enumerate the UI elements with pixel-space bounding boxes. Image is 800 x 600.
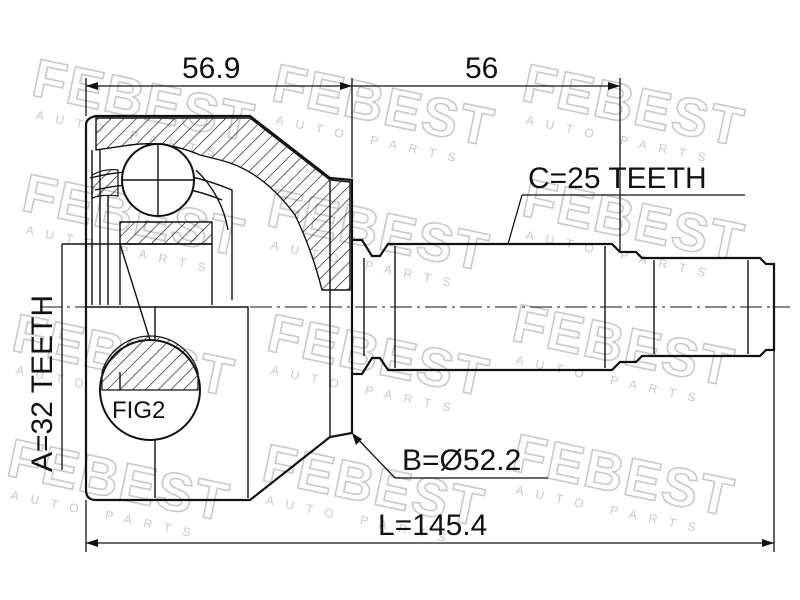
dim-inner-spline: A=32 TEETH bbox=[26, 244, 63, 472]
dim-shaft-length: 56 bbox=[352, 52, 621, 252]
dim-text-c-teeth: C=25 TEETH bbox=[528, 162, 707, 195]
dim-housing-length: 56.9 bbox=[85, 52, 353, 178]
watermark-9: FEBEST AUTO PARTS bbox=[507, 292, 741, 407]
dim-text-a-teeth: A=32 TEETH bbox=[26, 295, 59, 472]
dim-text-56: 56 bbox=[465, 52, 498, 85]
fig2-detail: FIG2 bbox=[99, 335, 201, 441]
stub-shaft bbox=[352, 238, 776, 376]
dim-text-l-length: L=145.4 bbox=[378, 509, 487, 542]
dim-outer-spline: C=25 TEETH bbox=[507, 162, 745, 245]
fig2-label: FIG2 bbox=[112, 397, 165, 424]
dim-total-length: L=145.4 bbox=[85, 350, 775, 552]
dim-text-b-diameter: B=Ø52.2 bbox=[402, 444, 521, 477]
watermark-12: FEBEST AUTO PARTS bbox=[507, 422, 741, 537]
dim-seal-diameter: B=Ø52.2 bbox=[351, 432, 548, 479]
watermark-3: FEBEST AUTO PARTS bbox=[517, 52, 751, 167]
watermark-8: FEBEST AUTO PARTS bbox=[262, 302, 496, 417]
joint-housing bbox=[62, 114, 354, 502]
inner-race-hatch bbox=[119, 221, 213, 245]
dim-text-56-9: 56.9 bbox=[182, 52, 240, 85]
